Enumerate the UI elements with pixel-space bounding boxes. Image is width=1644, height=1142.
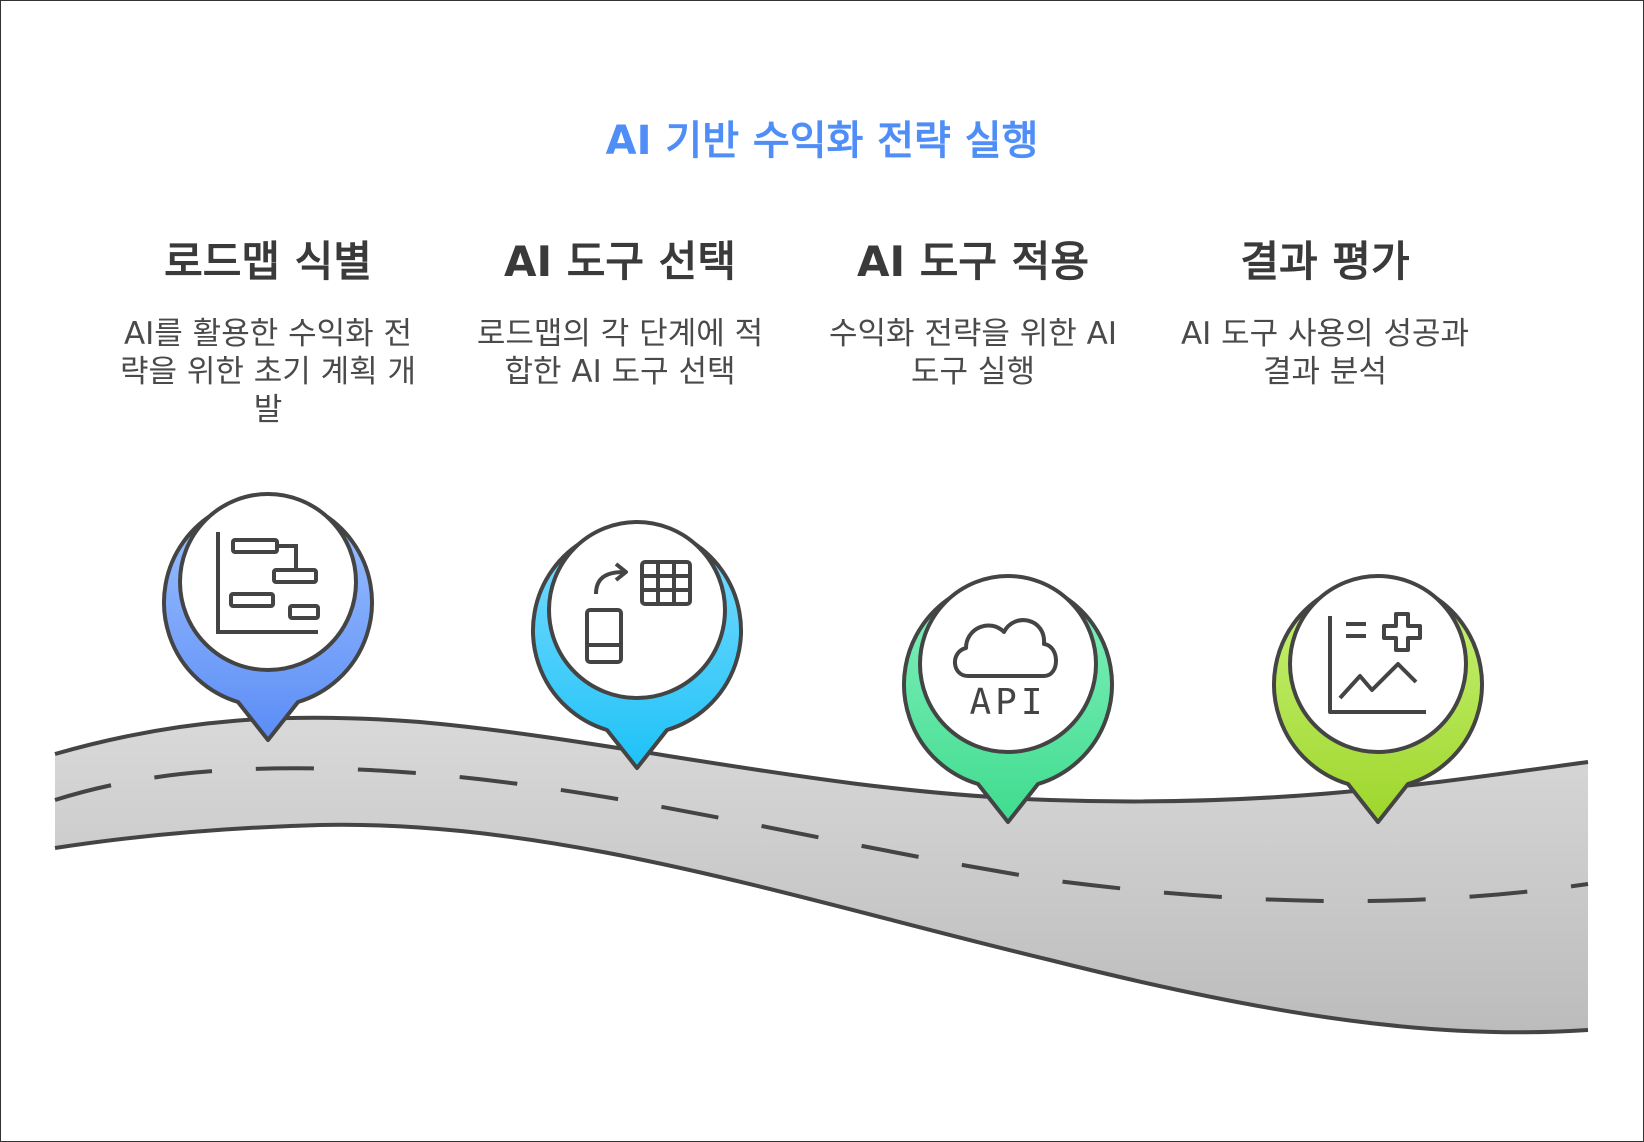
step-description: 로드맵의 각 단계에 적합한 AI 도구 선택 — [476, 316, 764, 390]
step-3-marker: API — [902, 574, 1114, 824]
step-2-marker — [531, 520, 743, 770]
page-title: AI 기반 수익화 전략 실행 — [605, 118, 1039, 164]
step-2: AI 도구 선택 로드맵의 각 단계에 적합한 AI 도구 선택 — [455, 228, 785, 391]
step-title: 로드맵 식별 — [164, 237, 372, 286]
step-1: 로드맵 식별 AI를 활용한 수익화 전략을 위한 초기 계획 개발 — [103, 228, 433, 429]
step-description: AI 도구 사용의 성공과 결과 분석 — [1180, 316, 1470, 390]
step-4: 결과 평가 AI 도구 사용의 성공과 결과 분석 — [1160, 228, 1490, 391]
step-title: 결과 평가 — [1240, 237, 1410, 286]
gantt-chart-icon — [216, 532, 320, 634]
road-center-line — [54, 766, 1589, 904]
cloud-api-icon: API — [953, 618, 1058, 723]
road — [55, 717, 1588, 1033]
step-description: AI를 활용한 수익화 전략을 위한 초기 계획 개발 — [119, 316, 417, 428]
step-1-marker — [162, 492, 374, 742]
api-label: API — [969, 682, 1046, 723]
chart-plus-icon — [1328, 612, 1426, 714]
step-title: AI 도구 적용 — [857, 237, 1089, 286]
step-3: AI 도구 적용 수익화 전략을 위한 AI 도구 실행 — [808, 228, 1138, 391]
step-title: AI 도구 선택 — [504, 237, 736, 286]
step-4-marker — [1272, 574, 1484, 824]
road-edge-bottom — [54, 822, 1589, 1035]
step-description: 수익화 전략을 위한 AI 도구 실행 — [828, 316, 1118, 390]
device-switch-icon — [585, 560, 692, 664]
